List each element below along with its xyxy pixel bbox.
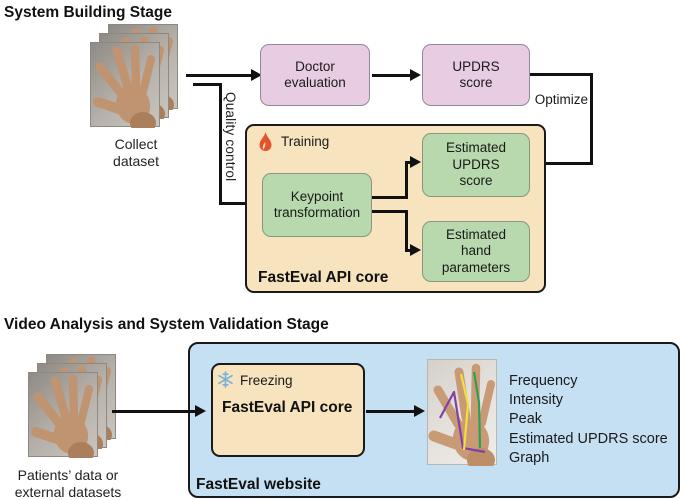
estimated-updrs-score-box: Estimated UPDRS score xyxy=(422,133,530,197)
arrowhead-kp-to-hand xyxy=(410,244,421,256)
arrow-dataset-to-doctor xyxy=(186,74,252,77)
snowflake-icon xyxy=(218,371,233,388)
frozen-api-core-label: FastEval API core xyxy=(222,399,353,416)
collect-dataset-label: Collect dataset xyxy=(113,136,159,169)
optimize-loop-top xyxy=(530,73,593,76)
output-item-estimated-updrs-score: Estimated UPDRS score xyxy=(509,430,668,447)
kp-to-updrs-seg3 xyxy=(405,161,411,164)
arrowhead-patients-to-core xyxy=(195,405,206,417)
patient-video-frame-front xyxy=(28,372,98,457)
arrowhead-dataset-to-doctor xyxy=(251,69,262,81)
analysis-outputs-list: Frequency Intensity Peak Estimated UPDRS… xyxy=(509,372,668,468)
stage1-title: System Building Stage xyxy=(4,4,172,21)
arrowhead-core-to-result xyxy=(414,405,425,417)
flame-icon xyxy=(259,132,272,151)
output-item-peak: Peak xyxy=(509,411,543,428)
doctor-evaluation-box: Doctor evaluation xyxy=(260,44,370,106)
hand-keypoint-overlay-icon xyxy=(428,360,498,466)
hand-photo-icon xyxy=(29,373,99,458)
stage2-title: Video Analysis and System Validation Sta… xyxy=(4,316,329,333)
output-item-graph: Graph xyxy=(509,449,550,466)
arrowhead-doctor-to-updrs xyxy=(410,69,421,81)
freezing-label: Freezing xyxy=(240,373,293,388)
optimize-loop-vertical xyxy=(590,73,593,164)
frozen-api-core-box xyxy=(211,363,365,457)
arrow-doctor-to-updrs xyxy=(372,74,411,77)
kp-to-updrs-seg2 xyxy=(405,161,408,199)
kp-to-hand-seg2 xyxy=(405,210,408,252)
estimated-hand-parameters-box: Estimated hand parameters xyxy=(422,221,530,282)
hand-photo-icon xyxy=(91,43,161,128)
training-label: Training xyxy=(281,134,330,149)
optimize-label: Optimize xyxy=(534,92,588,107)
kp-to-hand-seg1 xyxy=(372,210,408,213)
qc-path-vertical xyxy=(219,83,222,205)
kp-to-hand-seg3 xyxy=(405,249,411,252)
api-core-panel-label: FastEval API core xyxy=(258,269,389,286)
analyzed-hand-image xyxy=(427,359,497,465)
hand-video-frame-front xyxy=(90,42,160,127)
output-item-intensity: Intensity xyxy=(509,392,563,409)
optimize-loop-bottom xyxy=(545,162,593,165)
fasteval-website-label: FastEval website xyxy=(196,476,321,493)
arrow-patients-to-core xyxy=(112,410,196,413)
output-item-frequency: Frequency xyxy=(509,373,578,389)
arrow-core-to-result xyxy=(366,410,415,413)
qc-path-horizontal-bottom xyxy=(219,202,252,205)
keypoint-transformation-box: Keypoint transformation xyxy=(262,173,372,237)
quality-control-label: Quality control xyxy=(223,92,238,182)
arrowhead-kp-to-updrs xyxy=(410,156,421,168)
qc-path-horizontal-top xyxy=(193,83,222,86)
kp-to-updrs-seg1 xyxy=(372,196,408,199)
updrs-score-box: UPDRS score xyxy=(422,44,530,106)
patients-data-label: Patients’ data or external datasets xyxy=(14,467,122,500)
